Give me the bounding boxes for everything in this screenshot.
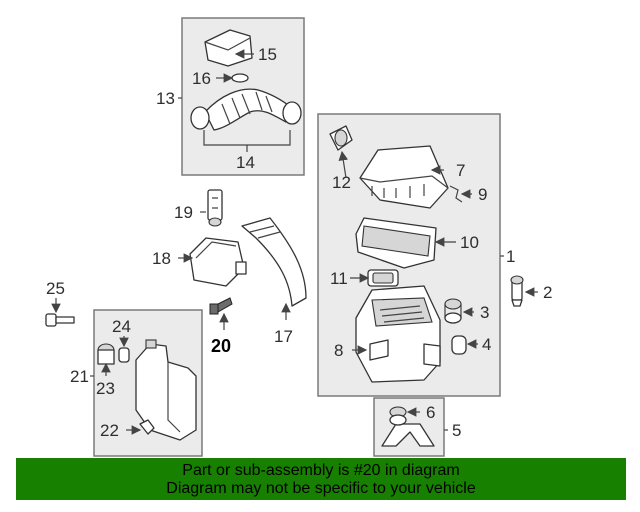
filter-element-part bbox=[355, 217, 437, 269]
clip-part-22 bbox=[139, 419, 155, 435]
callout-25: 25 bbox=[46, 279, 65, 298]
callout-24: 24 bbox=[112, 317, 131, 336]
callout-11: 11 bbox=[330, 269, 348, 288]
seal-part-11 bbox=[367, 269, 399, 287]
callout-10: 10 bbox=[460, 233, 479, 252]
clip-part-9 bbox=[449, 185, 463, 203]
callout-20: 20 bbox=[211, 336, 231, 356]
callout-8: 8 bbox=[334, 341, 343, 360]
banner-line-1: Part or sub-assembly is #20 in diagram bbox=[182, 462, 460, 479]
bolt-part-25 bbox=[45, 313, 75, 327]
callout-labels: 15 16 13 14 7 12 9 10 1 11 2 3 4 8 6 5 1… bbox=[46, 45, 552, 440]
grommet-part-3 bbox=[444, 298, 462, 324]
info-banner: Part or sub-assembly is #20 in diagram D… bbox=[16, 458, 626, 500]
callout-15: 15 bbox=[258, 45, 277, 64]
callout-23: 23 bbox=[96, 379, 115, 398]
duct-part-12 bbox=[329, 125, 353, 151]
bracket-lines-14 bbox=[203, 130, 291, 152]
leader-lines bbox=[51, 49, 538, 435]
callout-17: 17 bbox=[274, 327, 293, 346]
cap-part-23 bbox=[97, 343, 115, 365]
callout-4: 4 bbox=[482, 335, 491, 354]
callout-14: 14 bbox=[236, 153, 255, 172]
banner-line-2: Diagram may not be specific to your vehi… bbox=[166, 480, 476, 497]
callout-16: 16 bbox=[192, 69, 211, 88]
air-cleaner-cover-part bbox=[359, 145, 449, 209]
duct-part-17 bbox=[241, 217, 307, 307]
callout-19: 19 bbox=[174, 203, 193, 222]
callout-6: 6 bbox=[426, 403, 435, 422]
sensor-part-2 bbox=[510, 275, 524, 307]
grommet-part-6 bbox=[389, 406, 407, 426]
air-cleaner-body-part bbox=[355, 285, 441, 383]
callout-13: 13 bbox=[156, 89, 175, 108]
callout-12: 12 bbox=[332, 173, 351, 192]
callout-18: 18 bbox=[152, 249, 171, 268]
callout-7: 7 bbox=[456, 161, 465, 180]
bolt-part-20 bbox=[209, 297, 233, 315]
callout-9: 9 bbox=[478, 185, 487, 204]
callout-5: 5 bbox=[452, 421, 461, 440]
callout-22: 22 bbox=[100, 421, 119, 440]
intake-hose-part bbox=[190, 88, 302, 131]
callout-2: 2 bbox=[543, 283, 552, 302]
callout-21: 21 bbox=[70, 367, 89, 386]
bolt-part-19 bbox=[207, 189, 223, 227]
callout-1: 1 bbox=[506, 247, 515, 266]
resonator-part-18 bbox=[189, 237, 247, 287]
callout-3: 3 bbox=[480, 303, 489, 322]
collar-part-4 bbox=[451, 335, 467, 355]
sleeve-part-24 bbox=[118, 347, 130, 363]
clamp-ring-part bbox=[231, 73, 249, 83]
